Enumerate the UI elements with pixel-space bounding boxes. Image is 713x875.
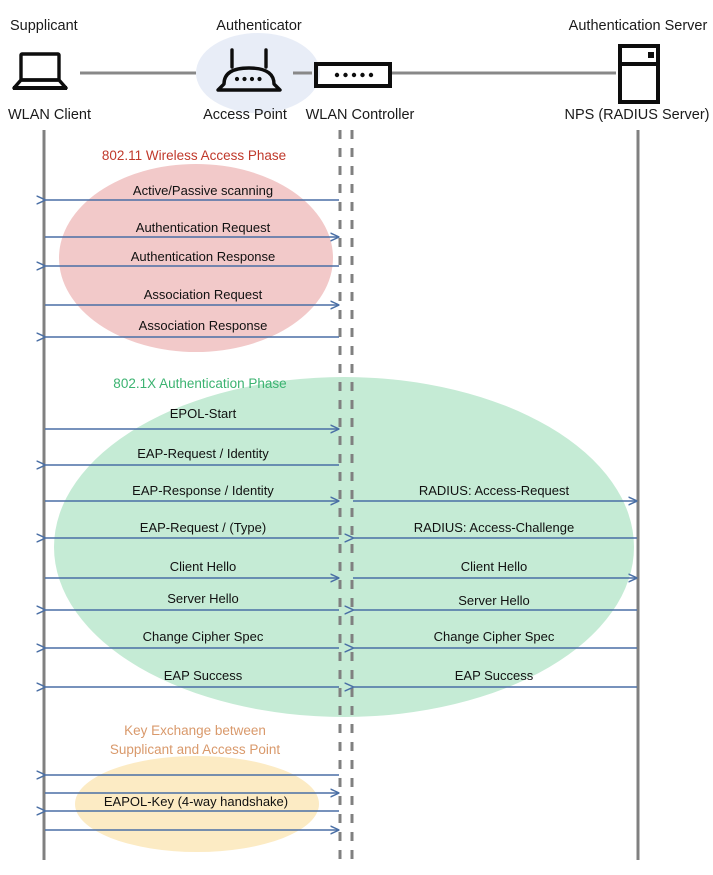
message-label-radius-access-challenge: RADIUS: Access-Challenge (413, 520, 575, 535)
message-label-eap-request-type: EAP-Request / (Type) (139, 520, 267, 535)
laptop-icon (12, 52, 68, 90)
authenticator-highlight-ellipse (196, 33, 320, 113)
phase-label-key-exchange-line1: Key Exchange between (124, 723, 266, 738)
message-label-eap-success-left: EAP Success (163, 668, 243, 683)
message-label-association-request: Association Request (143, 287, 263, 302)
role-title-authenticator: Authenticator (216, 18, 302, 34)
message-label-change-cipher-spec-right: Change Cipher Spec (433, 629, 555, 644)
message-label-authentication-request: Authentication Request (135, 220, 271, 235)
server-icon (618, 44, 660, 104)
message-label-association-response: Association Response (138, 318, 268, 333)
node-label-nps-radius-server: NPS (RADIUS Server) (564, 107, 710, 123)
message-label-server-hello-right: Server Hello (458, 593, 530, 608)
message-label-eap-success-right: EAP Success (454, 668, 534, 683)
role-title-supplicant: Supplicant (10, 18, 78, 34)
wlan-controller-icon (314, 62, 392, 88)
node-label-wlan-controller: WLAN Controller (305, 107, 415, 123)
message-label-server-hello-left: Server Hello (167, 591, 239, 606)
message-label-authentication-response: Authentication Response (130, 249, 276, 264)
message-label-eapol-key-4-way-handshake: EAPOL-Key (4-way handshake) (101, 794, 291, 809)
message-label-radius-access-request: RADIUS: Access-Request (418, 483, 570, 498)
message-label-change-cipher-spec-left: Change Cipher Spec (142, 629, 264, 644)
phase-label-802-1x-authentication: 802.1X Authentication Phase (113, 376, 287, 391)
phase-label-802-11-wireless-access: 802.11 Wireless Access Phase (101, 148, 287, 163)
message-label-eap-response-identity: EAP-Response / Identity (132, 483, 274, 498)
message-label-client-hello-left: Client Hello (169, 559, 237, 574)
access-point-icon (216, 48, 282, 92)
message-label-active-passive-scanning: Active/Passive scanning (132, 183, 274, 198)
node-label-wlan-client: WLAN Client (8, 107, 91, 123)
message-label-client-hello-right: Client Hello (460, 559, 528, 574)
phase-802-1x-ellipse (54, 377, 634, 717)
message-label-epol-start: EPOL-Start (169, 406, 237, 421)
phase-label-key-exchange-line2: Supplicant and Access Point (109, 742, 281, 757)
message-label-eap-request-identity: EAP-Request / Identity (137, 446, 269, 461)
role-title-authentication-server: Authentication Server (568, 18, 708, 34)
node-label-access-point: Access Point (203, 107, 287, 123)
